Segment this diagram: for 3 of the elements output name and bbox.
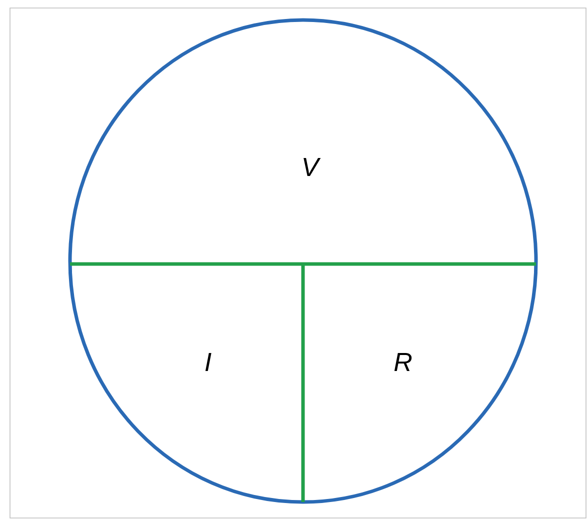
- letter-label: V: [304, 158, 321, 176]
- letter-label: I: [205, 353, 212, 371]
- letter-label: R: [394, 353, 412, 371]
